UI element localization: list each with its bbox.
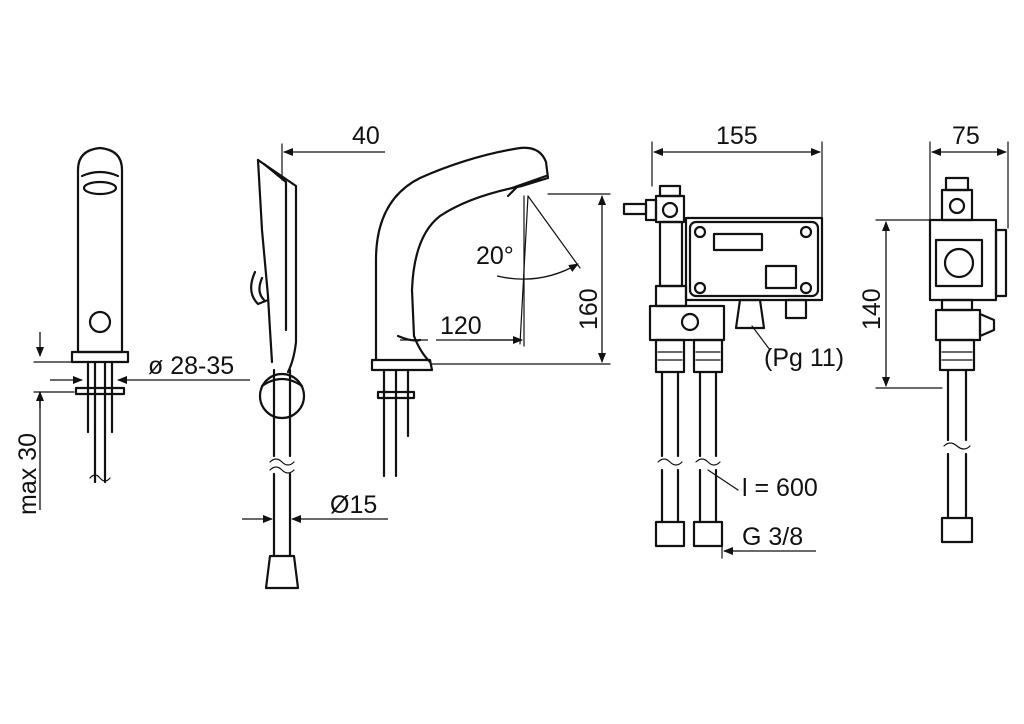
label-120: 120 xyxy=(440,312,482,340)
label-length-600: l = 600 xyxy=(742,474,818,502)
dimension-diameter-28-35: ø 28-35 xyxy=(50,352,250,384)
control-box-side-view xyxy=(928,176,1008,544)
dimension-40: 40 xyxy=(281,122,385,181)
dimension-angle-20: 20° xyxy=(476,195,581,345)
leader-length-600: l = 600 xyxy=(707,469,818,502)
label-75: 75 xyxy=(952,122,980,150)
faucet-front-view xyxy=(70,146,130,484)
label-g-3-8: G 3/8 xyxy=(742,523,803,551)
dimension-140: 140 xyxy=(858,219,943,389)
dimension-max-30: max 30 xyxy=(14,332,75,515)
label-155: 155 xyxy=(716,122,758,150)
leader-pg-11: (Pg 11) xyxy=(751,325,844,372)
label-max-30: max 30 xyxy=(14,433,42,515)
label-160: 160 xyxy=(575,288,603,330)
dimension-120: 120 xyxy=(400,195,525,347)
dimension-75: 75 xyxy=(929,122,1009,229)
label-140: 140 xyxy=(858,288,886,330)
label-40: 40 xyxy=(352,122,380,150)
label-diameter-15: Ø15 xyxy=(330,491,377,519)
control-box-front-view xyxy=(622,184,824,548)
dimension-160: 160 xyxy=(431,193,611,365)
faucet-side-view xyxy=(250,158,306,590)
dimension-g-3-8: G 3/8 xyxy=(721,523,816,559)
dimension-155: 155 xyxy=(651,122,823,219)
label-angle-20: 20° xyxy=(476,242,514,270)
dimension-diameter-15: Ø15 xyxy=(242,491,388,523)
label-diameter-28-35: ø 28-35 xyxy=(148,352,234,380)
label-pg-11: (Pg 11) xyxy=(764,344,844,372)
